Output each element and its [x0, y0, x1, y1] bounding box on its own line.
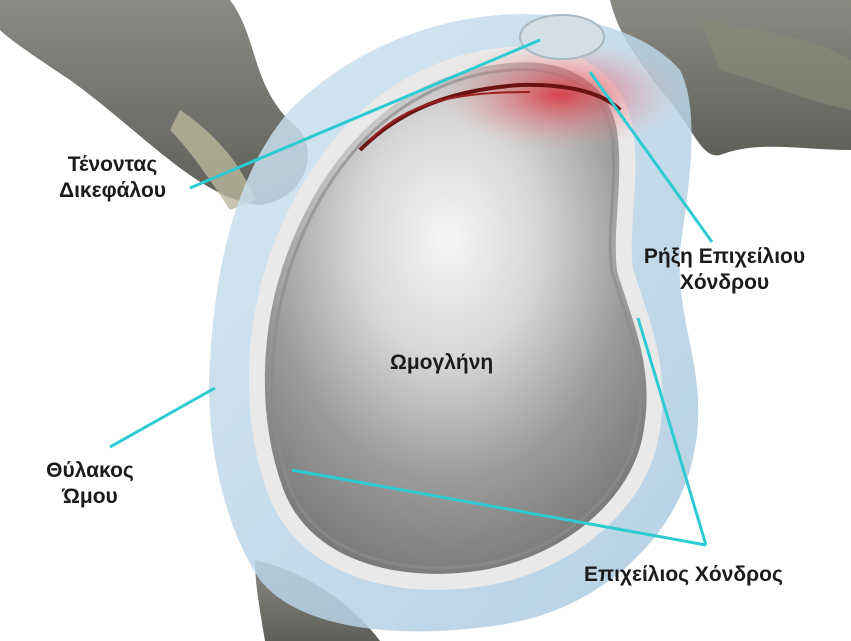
label-labral-tear: Ρήξη Επιχείλιου Χόνδρου: [602, 244, 847, 296]
leader-line-capsule: [110, 388, 215, 447]
label-biceps-tendon-line1: Τένοντας: [20, 152, 205, 178]
label-biceps-tendon-line2: Δικεφάλου: [20, 178, 205, 204]
label-biceps-tendon: Τένοντας Δικεφάλου: [20, 152, 205, 204]
biceps-tendon-shape: [520, 15, 604, 59]
label-capsule-line1: Θύλακος: [10, 458, 170, 484]
label-labrum: Επιχείλιος Χόνδρος: [584, 562, 783, 588]
label-glenoid: Ωμογλήνη: [390, 350, 493, 376]
label-labral-tear-line1: Ρήξη Επιχείλιου: [602, 244, 847, 270]
label-labral-tear-line2: Χόνδρου: [602, 270, 847, 296]
label-capsule: Θύλακος Ώμου: [10, 458, 170, 510]
label-capsule-line2: Ώμου: [10, 484, 170, 510]
